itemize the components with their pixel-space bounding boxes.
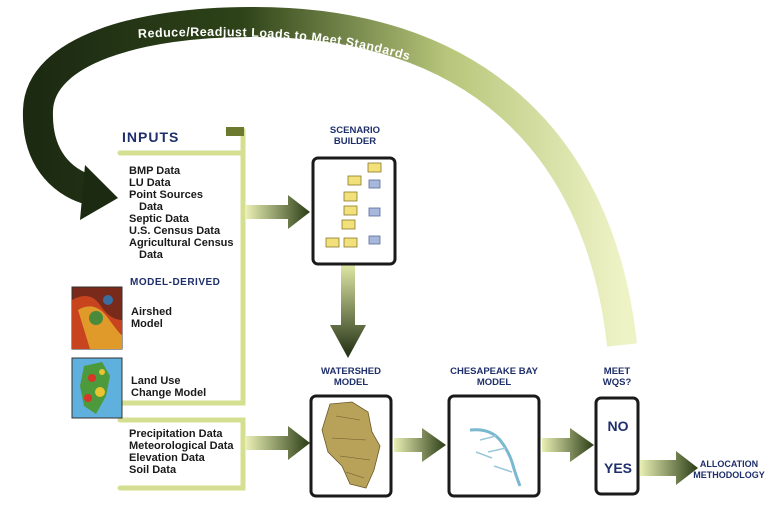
watershed-model-title-line: WATERSHED [321,366,381,377]
watershed-model-title: WATERSHED MODEL [303,366,399,388]
scenario-builder-title: SCENARIO BUILDER [310,125,400,147]
allocation-methodology-title: ALLOCATION METHODOLOGY [686,459,772,481]
scenario-builder-title-line: BUILDER [333,136,377,147]
meet-wqs-title-line: WQS? [602,377,632,388]
land-use-label-line: Land Use [131,375,181,387]
watershed-model-title-line: MODEL [333,377,369,388]
arrow-inputs-to-watershed [246,426,310,460]
land-use-thumbnail [71,357,123,419]
scenario-builder-title-line: SCENARIO [329,125,381,136]
airshed-label-line: Airshed [131,306,172,318]
bay-model-graphic [447,394,541,498]
airshed-thumbnail [71,286,123,350]
inputs-tick [226,127,244,136]
input-item: Septic Data [129,213,189,225]
watershed-model-graphic [309,394,393,498]
bay-model-title-line: MODEL [476,377,512,388]
arrow-inputs-to-scenario [246,195,310,229]
input-item: LU Data [129,177,171,189]
input-item: Agricultural Census [129,237,234,249]
allocation-title-line: METHODOLOGY [693,470,765,480]
scenario-builder-graphic [311,156,397,266]
arrow-watershed-to-bay [394,428,446,462]
allocation-title-line: ALLOCATION [699,459,759,469]
input-item: Data [139,201,163,213]
land-use-label-line: Change Model [131,387,207,399]
bay-model-title: CHESAPEAKE BAY MODEL [436,366,552,388]
input-item: Data [139,249,163,261]
airshed-label-line: Model [131,318,163,330]
feedback-loop-arrowhead [80,165,118,220]
meet-wqs-title-line: MEET [603,366,631,377]
input-item: U.S. Census Data [129,225,221,237]
meet-wqs-title: MEET WQS? [590,366,644,388]
model-derived-title: MODEL-DERIVED [130,277,221,288]
airshed-label: Airshed Model [131,307,172,330]
other-input-item: Soil Data [129,464,177,476]
bay-model-title-line: CHESAPEAKE BAY [450,366,538,377]
other-input-item: Meteorological Data [129,440,234,452]
input-item: Point Sources [129,189,203,201]
arrow-yes-to-allocation [640,451,698,485]
input-item: BMP Data [129,165,181,177]
inputs-list: BMP Data LU Data Point Sources Data Sept… [129,166,234,262]
other-input-item: Precipitation Data [129,428,223,440]
no-label: NO [607,418,629,434]
inputs-title: INPUTS [122,129,180,145]
land-use-label: Land Use Change Model [131,376,206,399]
arrow-scenario-to-watershed [330,265,366,358]
yes-label: YES [603,460,632,476]
other-input-item: Elevation Data [129,452,205,464]
meet-wqs-box [594,396,640,496]
other-inputs-list: Precipitation Data Meteorological Data E… [129,429,234,476]
arrow-bay-to-meet [542,428,594,462]
feedback-loop-arrow [22,6,637,347]
